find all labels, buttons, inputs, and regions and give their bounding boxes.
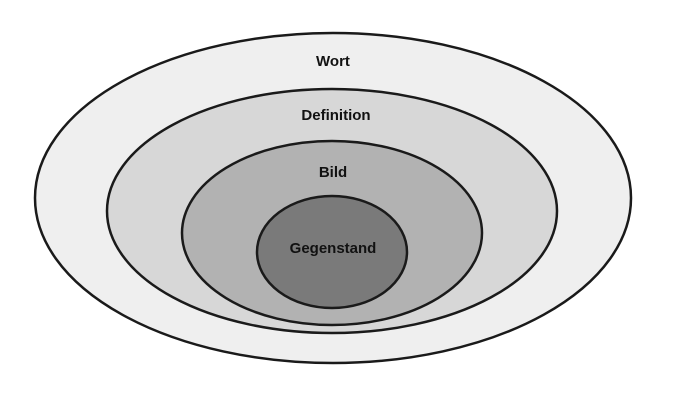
ring-gegenstand: Gegenstand	[255, 194, 409, 310]
ring-definition-label: Definition	[301, 107, 370, 124]
ring-wort-label: Wort	[316, 53, 350, 70]
ring-gegenstand-label: Gegenstand	[290, 240, 377, 257]
ring-gegenstand-shape	[255, 194, 409, 310]
ring-bild-label: Bild	[319, 164, 347, 181]
